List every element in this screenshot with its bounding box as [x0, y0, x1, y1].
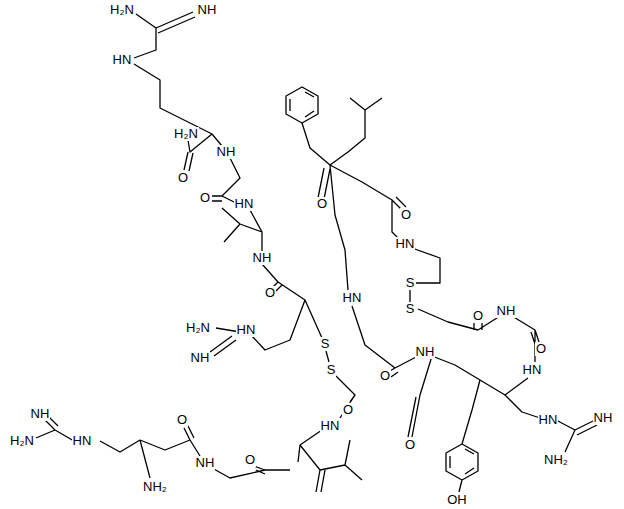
atom-label: O [379, 369, 391, 383]
atom-label: NH [197, 3, 218, 17]
atom-label: S [405, 302, 416, 316]
bond [410, 248, 500, 330]
bond [140, 426, 290, 478]
bond [222, 208, 262, 252]
atom-label: O [244, 453, 256, 467]
atom-label: NH₂ [142, 480, 168, 494]
bond [298, 430, 362, 492]
atom-label: HN [320, 419, 341, 433]
bond [408, 356, 432, 437]
atom-label: NH [190, 351, 211, 365]
atom-label: HN [342, 291, 363, 305]
atom-label: O [177, 171, 189, 185]
atom-label: HN [236, 323, 257, 337]
atom-label: NH [496, 304, 517, 318]
atom-label: NH [30, 407, 51, 421]
bond [446, 380, 480, 492]
atom-label: H₂N [173, 127, 199, 141]
bond [302, 98, 382, 165]
atom-label: OH [446, 493, 468, 507]
atom-label: S [405, 276, 416, 290]
atom-label: O [316, 197, 328, 211]
atom-label: NH [216, 145, 237, 159]
atom-label: HN [234, 197, 255, 211]
bond [505, 395, 597, 452]
atom-label: O [176, 413, 188, 427]
atom-label: NH [415, 345, 436, 359]
atom-label: O [342, 403, 354, 417]
atom-label: H₂N [109, 3, 135, 17]
atom-label: O [404, 438, 416, 452]
atom-label: HN [112, 53, 133, 67]
bond [286, 87, 318, 123]
atom-label: NH [252, 251, 273, 265]
atom-label: HN [522, 363, 543, 377]
atom-label: HN [395, 237, 416, 251]
atom-label: H₂N [9, 434, 35, 448]
atom-label: NH [195, 456, 216, 470]
atom-label: S [320, 337, 331, 351]
bond [262, 264, 355, 418]
atom-label: HN [538, 413, 559, 427]
bond [210, 300, 305, 356]
atom-label: HN [72, 434, 93, 448]
bond [134, 12, 195, 58]
atom-label: NH [593, 411, 614, 425]
atom-label: NH₂ [543, 453, 569, 467]
atom-label: O [400, 208, 412, 222]
bond [330, 165, 406, 240]
atom-label: O [199, 191, 211, 205]
bond [432, 316, 539, 395]
atom-label: S [326, 363, 337, 377]
atom-label: O [535, 342, 547, 356]
bond [134, 64, 222, 171]
atom-label: O [264, 286, 276, 300]
bond [318, 165, 418, 377]
atom-label: O [472, 309, 484, 323]
atom-label: H₂N [185, 321, 211, 335]
bond [36, 416, 150, 478]
